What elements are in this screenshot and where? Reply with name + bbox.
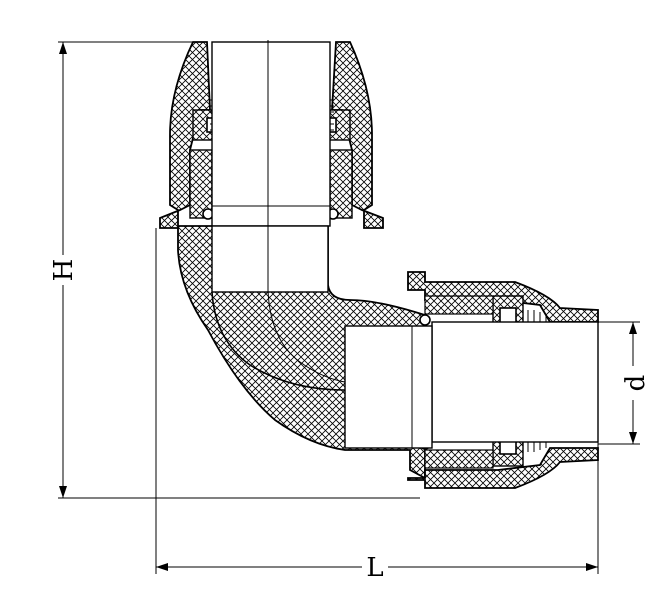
length-label: L xyxy=(366,553,383,583)
right-pipe xyxy=(431,321,599,443)
height-label: H xyxy=(49,259,79,282)
top-inner-wall-right xyxy=(329,149,353,219)
top-pipe xyxy=(211,41,331,227)
top-inner-wall-left xyxy=(189,149,213,219)
right-nut-section-bottom xyxy=(407,447,599,489)
length-dimension: L xyxy=(155,228,599,583)
diameter-label: d xyxy=(621,375,651,392)
diameter-dimension: d xyxy=(598,321,651,445)
height-dimension: H xyxy=(48,41,420,499)
inner-bore-curve xyxy=(211,291,346,391)
center-line-curve xyxy=(267,289,346,383)
